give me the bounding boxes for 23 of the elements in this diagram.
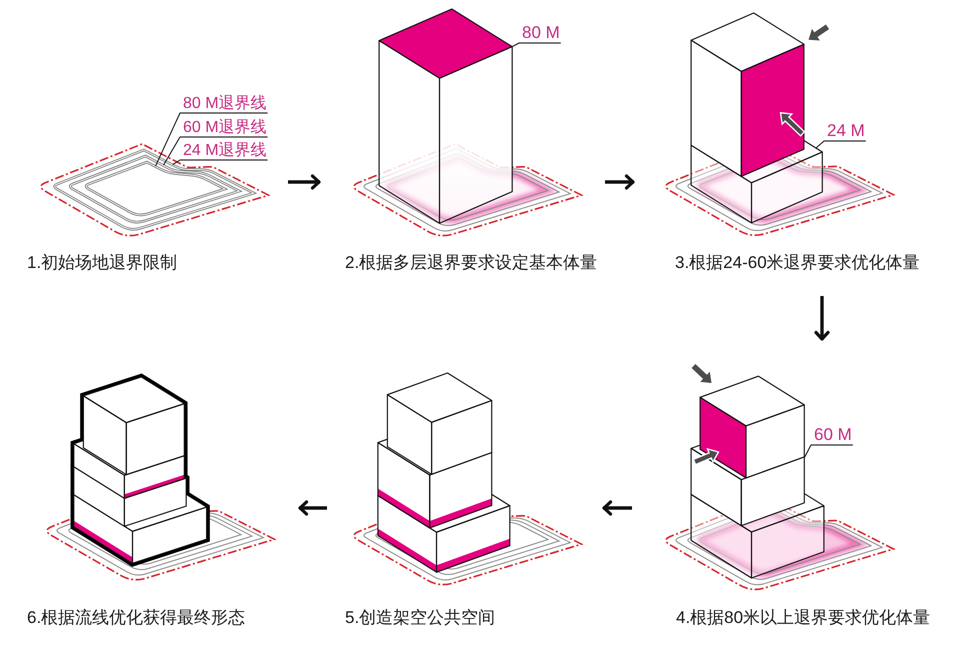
height-label: 24 M xyxy=(824,121,866,141)
step-caption: 6.根据流线优化获得最终形态 xyxy=(27,607,246,628)
flow-arrow xyxy=(605,174,635,190)
flow-arrow xyxy=(602,500,632,516)
flow-arrow xyxy=(298,500,327,516)
setback-line-label: 60 M退界线 xyxy=(180,118,268,137)
height-label: 60 M xyxy=(811,425,853,445)
leader-line xyxy=(155,112,268,167)
setback-line-label: 80 M退界线 xyxy=(180,94,268,113)
setback-line-label: 24 M退界线 xyxy=(180,141,268,160)
step-caption: 4.根据80米以上退界要求优化体量 xyxy=(676,607,930,628)
flow-arrow xyxy=(814,296,830,341)
step-caption: 2.根据多层退界要求设定基本体量 xyxy=(345,252,598,273)
step-caption: 1.初始场地退界限制 xyxy=(27,252,178,273)
flow-arrow xyxy=(288,174,321,190)
leader-line xyxy=(163,136,268,166)
leader-line xyxy=(804,444,854,458)
leader-line xyxy=(816,140,866,148)
step-caption: 5.创造架空公共空间 xyxy=(345,607,496,628)
leader-line xyxy=(172,160,268,166)
height-label: 80 M xyxy=(519,23,561,43)
step-caption: 3.根据24-60米退界要求优化体量 xyxy=(675,252,920,273)
leader-line xyxy=(512,42,562,47)
